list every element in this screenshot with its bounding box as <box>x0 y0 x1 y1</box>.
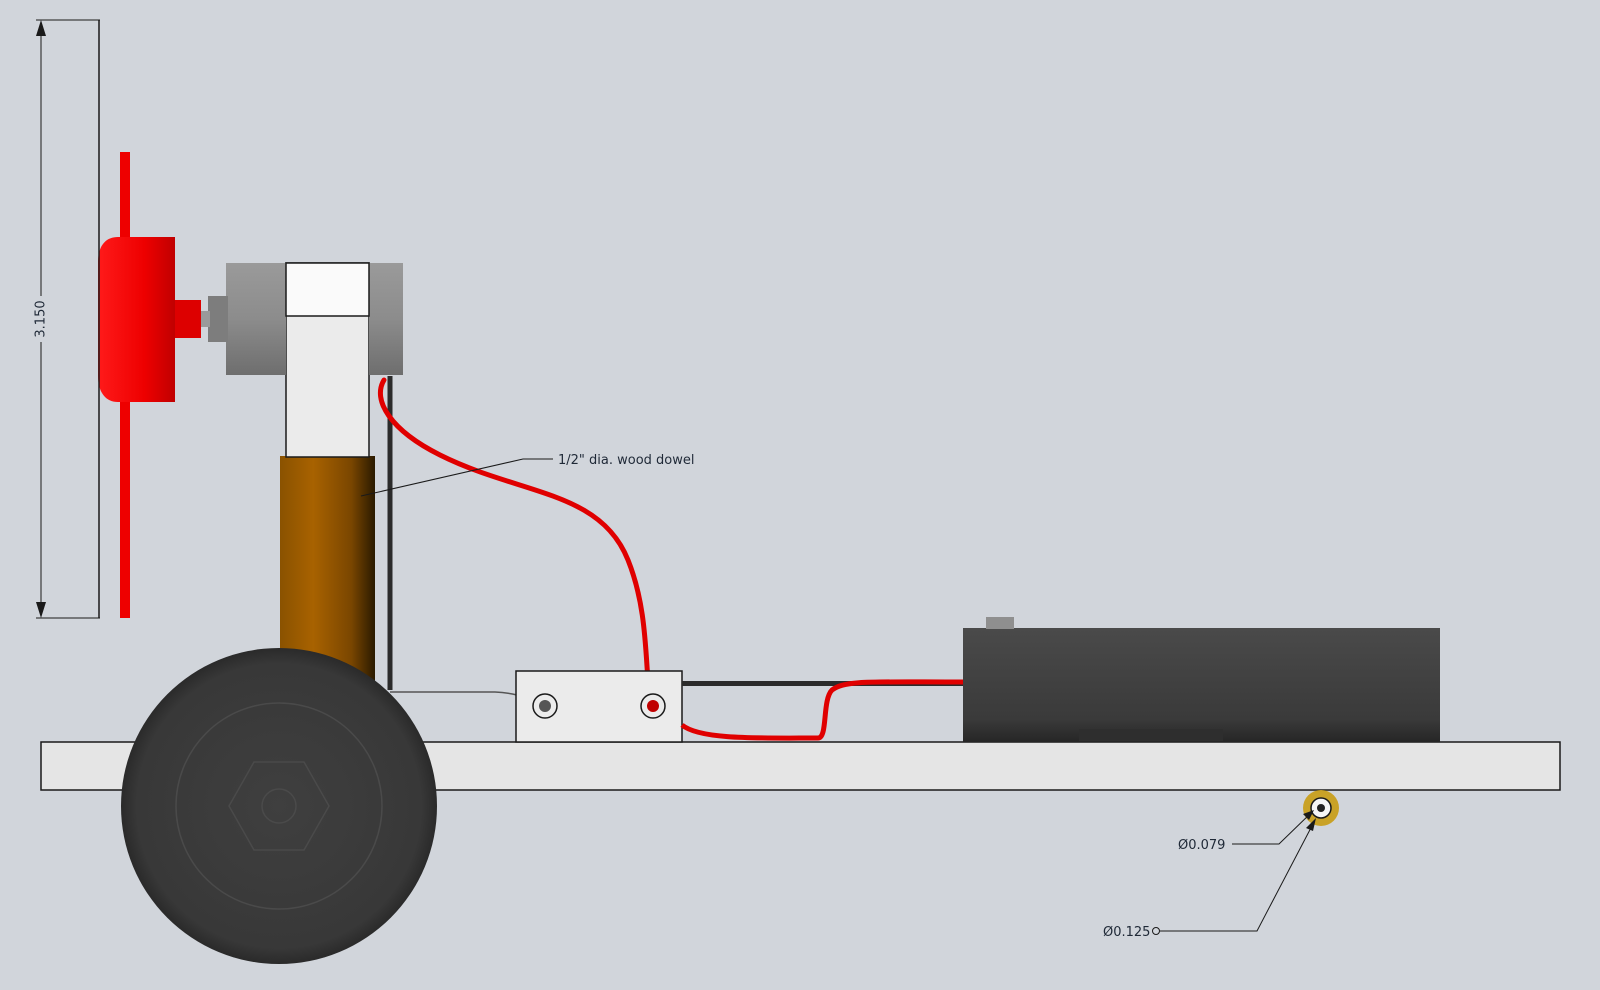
wheel-rim <box>175 702 383 910</box>
wheel-hex-nut <box>228 761 330 851</box>
propeller-hub <box>98 237 175 402</box>
height-dimension: 3.150 <box>34 19 100 619</box>
motor-shaft <box>208 296 228 342</box>
battery-bottom-clip <box>1079 729 1223 741</box>
propeller-hub-nose <box>175 300 201 338</box>
height-dimension-label: 3.150 <box>34 300 49 337</box>
hole-callout-large-label: Ø0.125 <box>1103 925 1150 940</box>
hole-center <box>1317 804 1325 812</box>
wheel <box>121 648 437 964</box>
motor-body-left <box>226 263 286 375</box>
battery-pack <box>963 628 1440 742</box>
hole-callout-small-label: Ø0.079 <box>1178 838 1225 853</box>
red-wire-motor-to-switch <box>377 377 653 708</box>
wheel-axle <box>261 788 297 824</box>
red-wire-switch-to-battery <box>680 679 965 741</box>
switch-terminal-right-core <box>647 700 659 712</box>
hole-callout-large: Ø0.125 <box>1103 818 1316 940</box>
motor-body-right <box>369 263 403 375</box>
dowel-callout: 1/2" dia. wood dowel <box>360 453 695 497</box>
hole-callout-small: Ø0.079 <box>1178 810 1314 853</box>
motor-bracket-top-face <box>285 262 370 317</box>
dowel-callout-label: 1/2" dia. wood dowel <box>558 453 695 468</box>
battery-switch-tab <box>986 617 1014 629</box>
black-wire-switch-to-battery <box>682 681 964 686</box>
switch-terminal-left-core <box>539 700 551 712</box>
